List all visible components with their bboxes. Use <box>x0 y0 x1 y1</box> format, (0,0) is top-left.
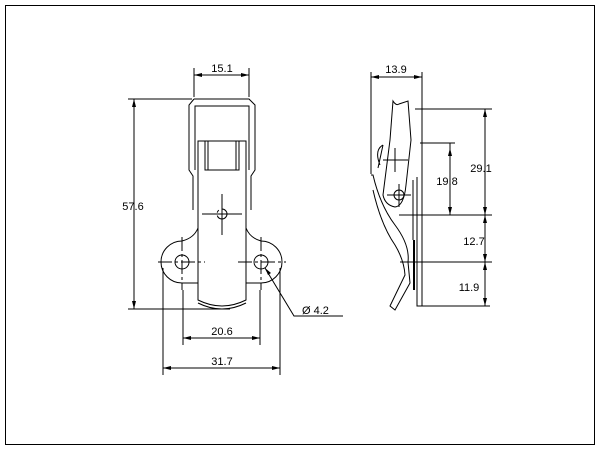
latch-inner-frame <box>194 105 250 170</box>
dim-width-top: 15.1 <box>211 63 232 75</box>
dim-hole-spacing: 20.6 <box>211 326 232 338</box>
dim-depth: 13.9 <box>385 64 406 76</box>
dim-upper-height: 29.1 <box>470 163 491 175</box>
dim-lower-height: 11.9 <box>459 282 480 294</box>
hole-centerlines <box>158 237 286 290</box>
dim-middle-height: 12.7 <box>463 236 484 248</box>
drawing-border <box>5 5 595 445</box>
lever-side <box>382 99 412 208</box>
hook-side <box>370 144 411 311</box>
side-view: 13.9 29.1 19.8 12.7 11.9 <box>370 64 492 311</box>
dim-pivot-offset: 19.8 <box>436 176 457 188</box>
roller <box>204 141 240 171</box>
mounting-plate-side <box>416 80 490 307</box>
front-view: 15.1 57.6 20.6 31.7 Ø 4.2 <box>122 63 343 375</box>
latch-body-outline <box>188 98 256 210</box>
pivot-centerline <box>202 194 242 235</box>
dim-hole-diameter: Ø 4.2 <box>302 305 329 317</box>
dim-base-width: 31.7 <box>211 356 232 368</box>
side-centerlines <box>383 148 411 207</box>
dim-height-total: 57.6 <box>122 201 143 213</box>
